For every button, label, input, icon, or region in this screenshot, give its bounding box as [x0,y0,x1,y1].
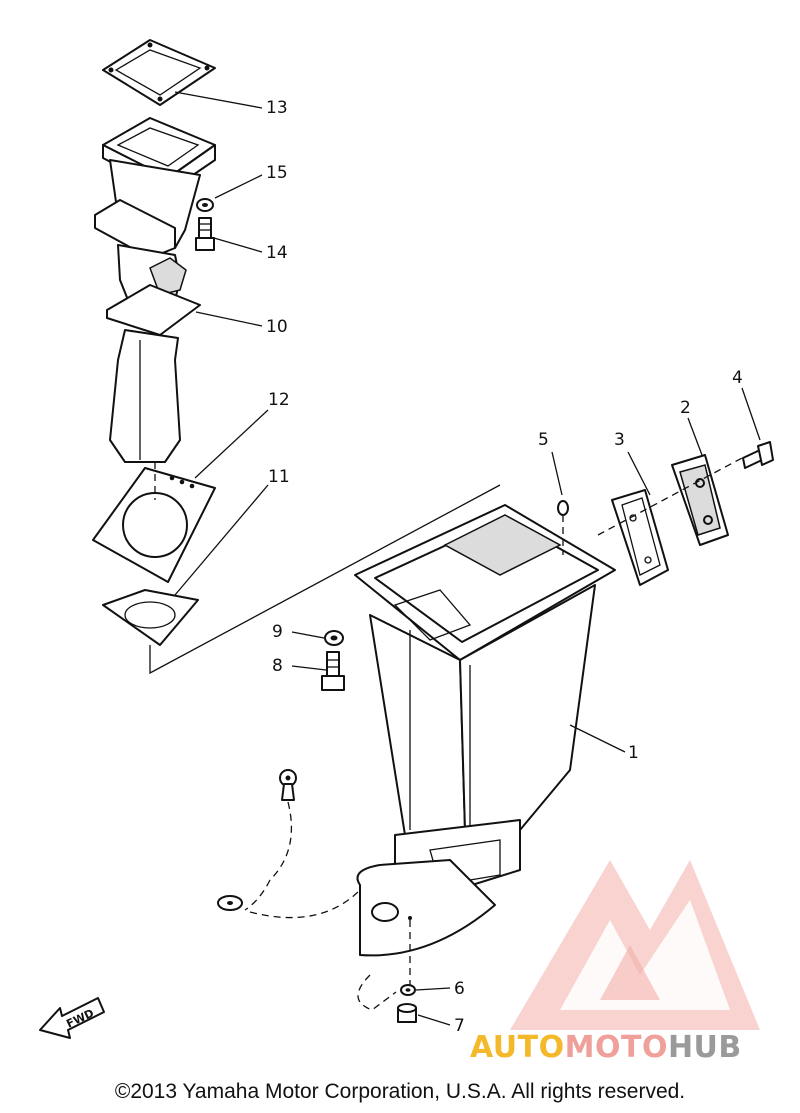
part-label-11: 11 [268,467,290,487]
fwd-direction-arrow: FWD [39,997,105,1039]
leader-3 [627,451,651,496]
leader-15 [214,174,263,199]
part-label-7: 7 [454,1016,465,1036]
part-label-6: 6 [454,979,465,999]
part-label-1: 1 [628,743,639,763]
brand-moto: MOTO [564,1030,668,1065]
part-label-4: 4 [732,368,743,388]
leader-9 [291,631,325,639]
part-5-pin [557,500,569,555]
leader-12 [194,409,269,479]
leader-13 [174,91,263,109]
leader-1 [569,724,626,753]
automotohub-watermark: AUTOMOTOHUB [470,1030,742,1065]
part-3-gasket [611,489,669,586]
brand-hub: HUB [667,1030,742,1065]
alignment-line [597,457,743,536]
part-label-9: 9 [272,622,283,642]
part-13-gasket [102,39,216,106]
part-10-exhaust-guide [94,117,216,463]
leader-5 [551,451,563,496]
leader-14 [213,237,263,253]
part-7-nut [397,1003,417,1023]
leader-2 [687,417,703,456]
part-1-upper-casing [354,504,616,985]
leader-8 [291,665,327,671]
copyright-notice: ©2013 Yamaha Motor Corporation, U.S.A. A… [114,1080,686,1103]
ground-wire [217,769,361,919]
part-14-bolt [195,217,215,251]
part-6-washer [357,974,416,1011]
leader-7 [417,1014,451,1026]
leader-4 [741,387,761,441]
assembly-bracket [149,484,501,675]
leader-11 [174,484,269,596]
part-label-14: 14 [266,243,288,263]
part-label-2: 2 [680,398,691,418]
part-label-15: 15 [266,163,288,183]
brand-auto: AUTO [470,1030,565,1065]
part-15-washer [196,198,214,212]
part-4-screw [742,441,774,469]
part-2-cover [671,454,729,546]
part-label-5: 5 [538,430,549,450]
leader-10 [195,311,263,327]
part-8-bolt [321,651,345,691]
part-11-gasket [102,589,199,646]
part-label-13: 13 [266,98,288,118]
part-label-10: 10 [266,317,288,337]
part-label-3: 3 [614,430,625,450]
leader-6 [415,987,451,991]
part-12-plate [92,462,216,583]
part-9-washer [324,630,344,646]
automotohub-logo-mark [510,860,760,1030]
part-label-12: 12 [268,390,290,410]
part-label-8: 8 [272,656,283,676]
